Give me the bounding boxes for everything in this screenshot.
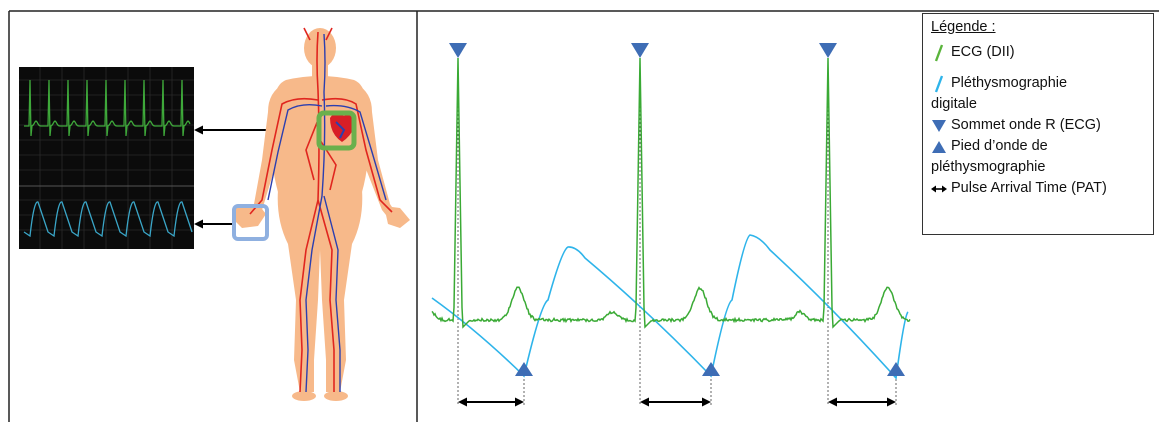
- r-peak-marker-2: [631, 43, 649, 58]
- ppg-foot-markers: [515, 362, 905, 376]
- legend-label-ppg-foot: Pied d’onde de: [951, 138, 1048, 154]
- legend-label-ppg-cont: digitale: [931, 96, 977, 112]
- legend-item-ecg: ECG (DII): [931, 43, 1147, 62]
- ppg-foot-marker-2: [702, 362, 720, 376]
- heart-icon: [330, 112, 356, 142]
- legend-item-pat: Pulse Arrival Time (PAT): [931, 179, 1147, 198]
- legend-box: Légende : ECG (DII) Pléthysmographie dig…: [922, 13, 1154, 235]
- ecg-waveform: [431, 57, 911, 329]
- legend-item-ppg: Pléthysmographie: [931, 74, 1147, 93]
- r-peak-marker-3: [819, 43, 837, 58]
- double-arrow-icon: [931, 179, 947, 198]
- legend-item-r-peak: Sommet onde R (ECG): [931, 116, 1147, 135]
- vertical-guide-lines: [457, 58, 897, 405]
- legend-label-ppg-foot-cont-row: pléthysmographie: [931, 158, 1147, 177]
- blue-line-icon: [931, 74, 947, 93]
- legend-label-ppg: Pléthysmographie: [951, 75, 1068, 91]
- ppg-foot-marker-1: [515, 362, 533, 376]
- human-body-illustration: [232, 27, 410, 401]
- legend-label-ppg-cont-row: digitale: [931, 95, 1147, 114]
- ppg-foot-marker-3: [887, 362, 905, 376]
- legend-item-ppg-foot: Pied d’onde de: [931, 137, 1147, 156]
- pat-arrows: [458, 397, 896, 407]
- legend-title: Légende :: [931, 19, 996, 35]
- legend-label-ecg: ECG (DII): [951, 44, 1015, 60]
- monitor-grid: [19, 67, 194, 249]
- r-peak-marker-1: [449, 43, 467, 58]
- down-triangle-icon: [931, 116, 947, 135]
- up-triangle-icon: [931, 137, 947, 156]
- monitor-screen: [19, 67, 194, 249]
- legend-label-ppg-foot-cont: pléthysmographie: [931, 159, 1046, 175]
- ppg-waveform: [431, 234, 909, 380]
- legend-label-r-peak: Sommet onde R (ECG): [951, 117, 1101, 133]
- green-line-icon: [931, 43, 947, 62]
- hand-highlight-box: [232, 204, 269, 241]
- legend-label-pat: Pulse Arrival Time (PAT): [951, 180, 1107, 196]
- heart-highlight-box: [316, 110, 357, 151]
- r-peak-markers: [449, 43, 837, 58]
- monitor-ppg-trace: [23, 201, 193, 238]
- monitor-ecg-trace: [24, 79, 191, 137]
- signals-chart: [431, 43, 911, 407]
